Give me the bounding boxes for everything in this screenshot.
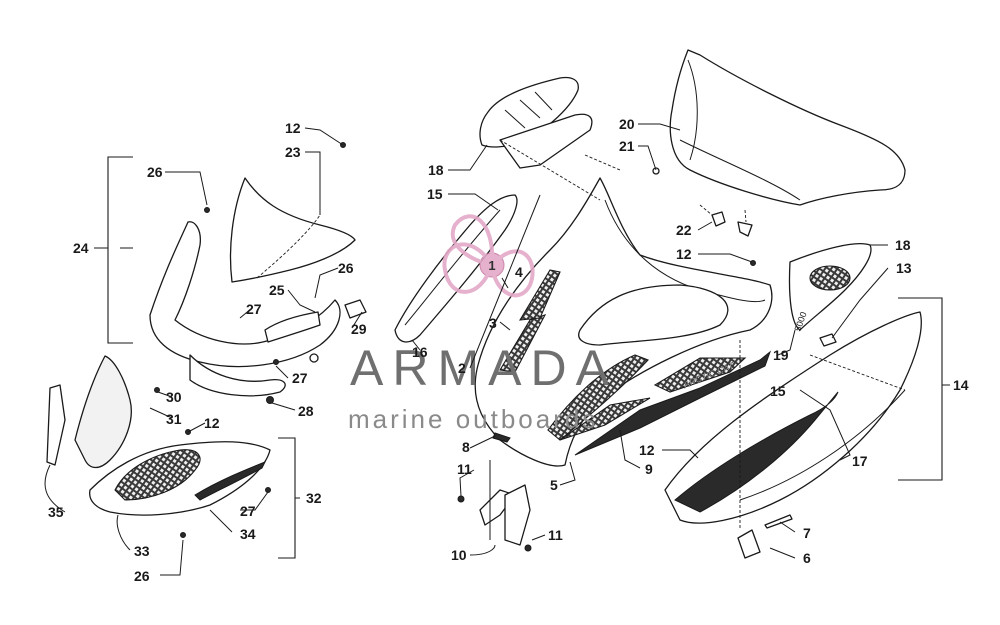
label-21: 21 xyxy=(619,138,635,154)
label-12d: 12 xyxy=(676,246,692,262)
label-26a: 26 xyxy=(147,164,163,180)
label-9: 9 xyxy=(645,461,653,477)
label-17: 17 xyxy=(852,453,868,469)
label-12a: 12 xyxy=(285,120,301,136)
label-14: 14 xyxy=(953,377,969,393)
label-35: 35 xyxy=(48,504,64,520)
label-11a: 11 xyxy=(457,461,472,477)
label-15a: 15 xyxy=(427,186,443,202)
label-33: 33 xyxy=(134,543,150,559)
label-8: 8 xyxy=(462,439,470,455)
watermark-logo: 1 xyxy=(442,214,535,298)
watermark-tagline: marine outboards xyxy=(348,404,598,434)
label-18a: 18 xyxy=(428,162,444,178)
label-25: 25 xyxy=(269,282,285,298)
left-nose-assembly xyxy=(149,142,367,404)
label-13: 13 xyxy=(896,260,912,276)
label-27b: 27 xyxy=(292,370,308,386)
label-34: 34 xyxy=(240,526,256,542)
right-upper-panel: 5000 xyxy=(788,243,872,347)
label-28: 28 xyxy=(298,403,314,419)
label-20: 20 xyxy=(619,116,635,132)
label-16: 16 xyxy=(412,344,428,360)
label-10: 10 xyxy=(451,547,467,563)
label-11b: 11 xyxy=(548,527,563,543)
label-22: 22 xyxy=(676,222,692,238)
label-32: 32 xyxy=(306,490,322,506)
label-26b: 26 xyxy=(338,260,354,276)
label-5: 5 xyxy=(550,477,558,493)
left-lower-nose xyxy=(46,355,271,538)
windshield-hardware xyxy=(652,167,756,266)
label-23: 23 xyxy=(285,144,301,160)
bracket-32 xyxy=(278,437,300,559)
windshield xyxy=(669,49,906,206)
label-24: 24 xyxy=(73,240,89,256)
label-29: 29 xyxy=(351,321,367,337)
label-6: 6 xyxy=(803,550,811,566)
label-27a: 27 xyxy=(246,301,262,317)
bracket-24 xyxy=(94,156,133,344)
upper-side-panel xyxy=(479,76,593,169)
label-27c: 27 xyxy=(240,503,256,519)
label-31: 31 xyxy=(166,411,182,427)
label-30: 30 xyxy=(166,389,182,405)
label-26c: 26 xyxy=(134,568,150,584)
label-7: 7 xyxy=(803,525,811,541)
label-19: 19 xyxy=(773,347,789,363)
leader-lines xyxy=(44,123,906,576)
label-12b: 12 xyxy=(204,415,220,431)
label-12c: 12 xyxy=(639,442,655,458)
label-4: 4 xyxy=(515,264,523,280)
center-brackets xyxy=(457,432,532,552)
label-3: 3 xyxy=(489,315,497,331)
label-15b: 15 xyxy=(770,383,786,399)
watermark-number: 1 xyxy=(488,258,495,273)
label-2: 2 xyxy=(458,360,466,376)
part-number-labels: 1 2 3 4 5 6 7 8 9 10 11 11 12 12 12 12 1… xyxy=(48,116,969,584)
bracket-14 xyxy=(898,297,950,481)
label-18b: 18 xyxy=(895,237,911,253)
right-lower-panel xyxy=(664,311,922,559)
watermark-brand: ARMADA xyxy=(350,340,618,396)
